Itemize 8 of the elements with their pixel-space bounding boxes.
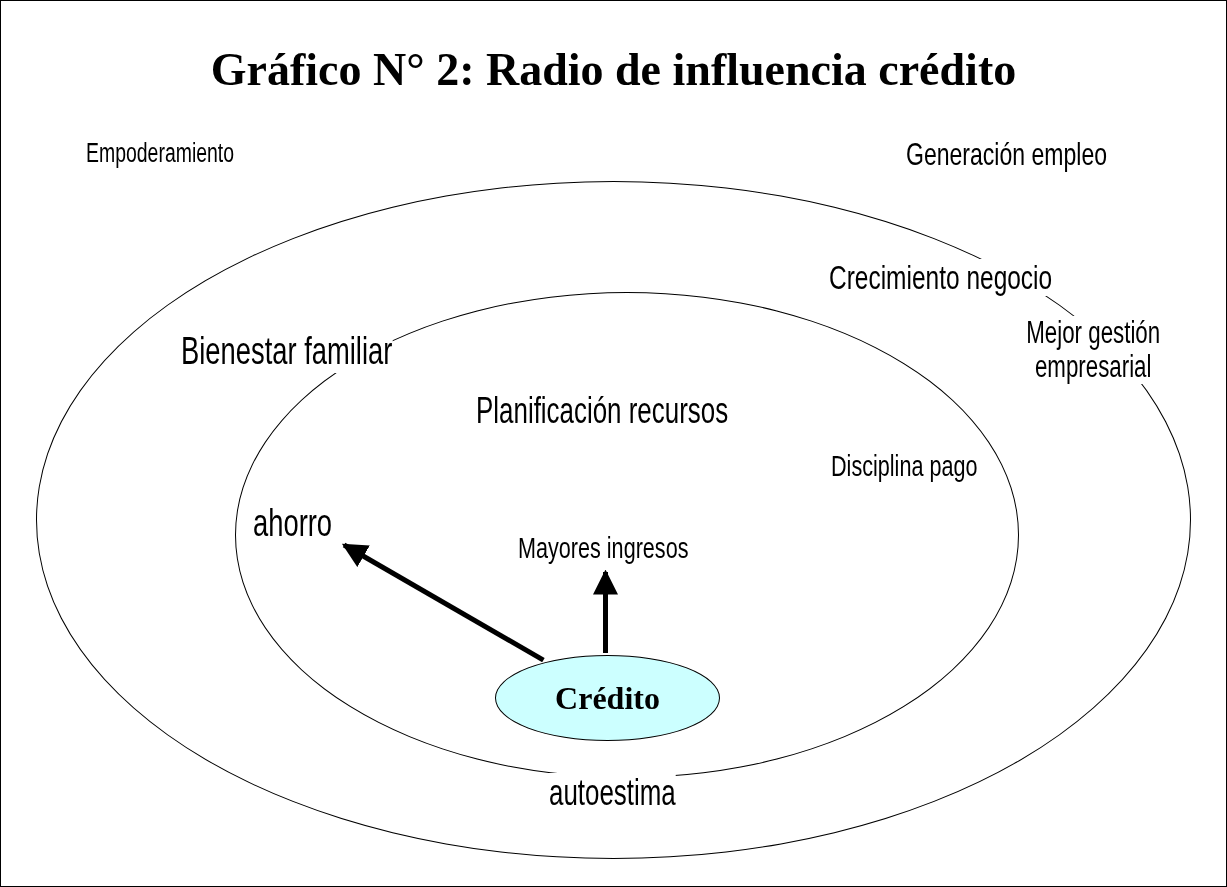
diagram-title: Gráfico N° 2: Radio de influencia crédito — [210, 44, 1017, 95]
concept-label: Empoderamiento — [86, 139, 235, 169]
concept-label: Mayores ingresos — [518, 531, 689, 564]
arrow — [341, 542, 545, 663]
concept-label: ahorro — [253, 503, 333, 545]
concept-label: Crecimiento negocio — [829, 259, 1053, 297]
center-ellipse: Crédito — [495, 655, 720, 741]
arrow — [593, 569, 618, 653]
